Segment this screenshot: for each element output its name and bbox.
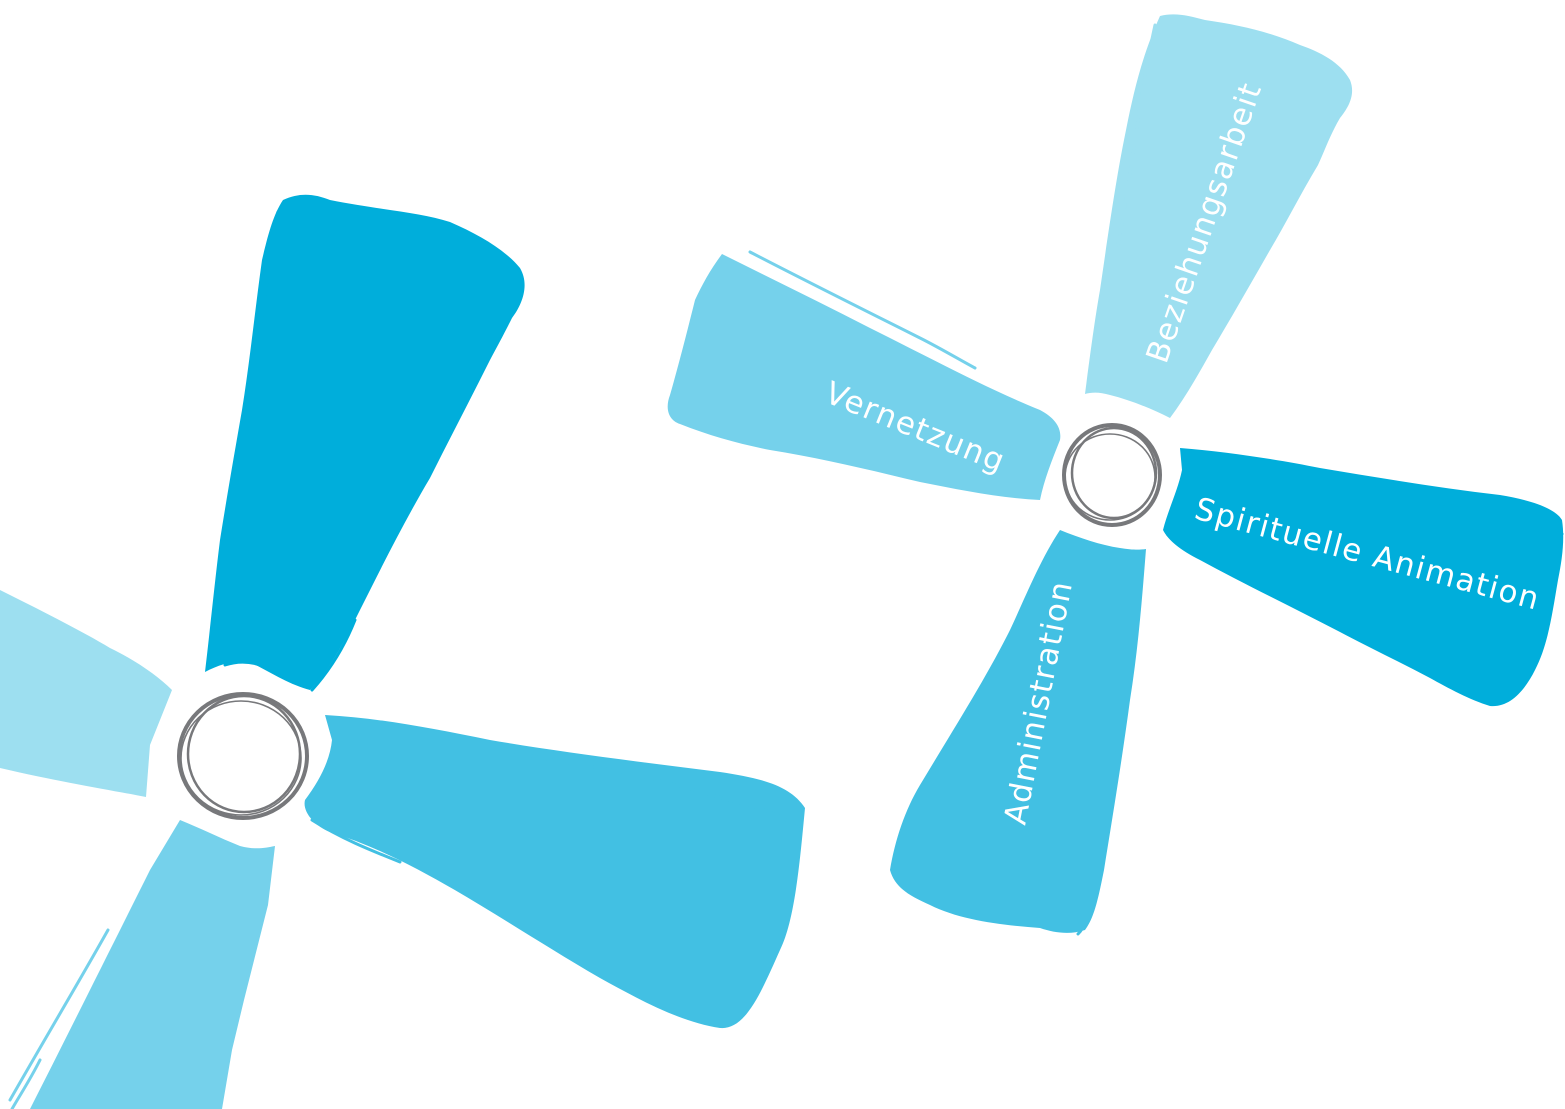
small-hub	[1064, 425, 1160, 525]
large-blade-left	[0, 590, 172, 797]
large-blade-top	[205, 195, 525, 690]
pinwheel-small: Beziehungsarbeit Spirituelle Animation A…	[668, 14, 1564, 934]
large-hub	[179, 694, 307, 818]
pinwheel-large	[0, 195, 805, 1109]
large-blade-bottom	[30, 820, 275, 1109]
